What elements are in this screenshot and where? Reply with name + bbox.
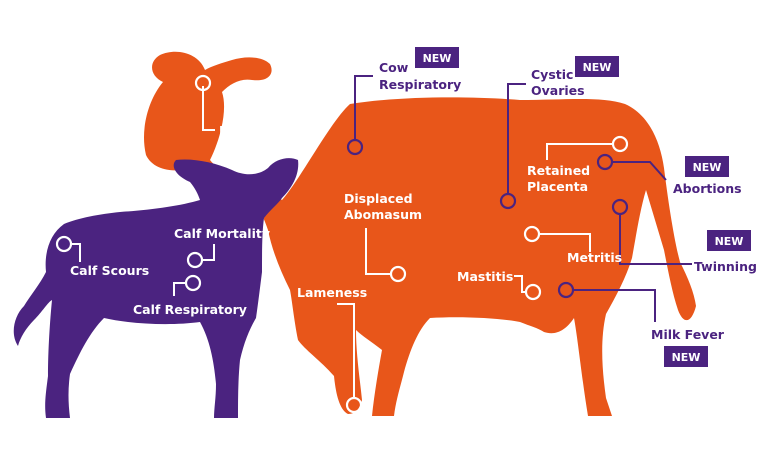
calf-respiratory-connector bbox=[173, 282, 186, 296]
cystic-ovaries-connector bbox=[507, 83, 526, 194]
cystic-ovaries-new-badge: NEW bbox=[575, 56, 619, 77]
milk-fever-new-badge: NEW bbox=[664, 346, 708, 367]
abortions-marker bbox=[596, 153, 614, 171]
cow-respiratory-connector bbox=[354, 75, 373, 140]
abortions-connector bbox=[612, 161, 667, 181]
calf-mortality-marker bbox=[186, 251, 204, 269]
condition-labels: Ketosis Displaced Abomasum Lameness Reta… bbox=[70, 60, 757, 342]
cow-respiratory-label-line2: Respiratory bbox=[379, 77, 461, 92]
lameness-marker bbox=[345, 396, 363, 414]
displaced-abomasum-label-line2: Abomasum bbox=[344, 207, 422, 222]
calf-silhouette bbox=[13, 158, 299, 418]
cystic-ovaries-label-line1: Cystic bbox=[531, 67, 573, 82]
mastitis-marker bbox=[524, 283, 542, 301]
badge-text: NEW bbox=[583, 61, 612, 74]
displaced-abomasum-label-line1: Displaced bbox=[344, 191, 413, 206]
metritis-label: Metritis bbox=[567, 250, 622, 265]
cystic-ovaries-marker bbox=[499, 192, 517, 210]
metritis-connector bbox=[540, 233, 591, 252]
twinning-new-badge: NEW bbox=[707, 230, 751, 251]
retained-placenta-connector bbox=[546, 143, 612, 160]
calf-body bbox=[13, 158, 299, 418]
badge-text: NEW bbox=[693, 161, 722, 174]
calf-mortality-connector bbox=[202, 244, 215, 261]
displaced-abomasum-connector bbox=[365, 228, 391, 275]
twinning-marker bbox=[611, 198, 629, 216]
lameness-connector bbox=[337, 303, 355, 398]
calf-scours-label: Calf Scours bbox=[70, 263, 149, 278]
calf-scours-connector bbox=[72, 243, 81, 262]
cow-respiratory-new-badge: NEW bbox=[415, 47, 459, 68]
milk-fever-connector bbox=[572, 289, 656, 322]
cow-silhouette bbox=[143, 51, 696, 416]
mastitis-connector bbox=[514, 275, 526, 293]
milk-fever-label: Milk Fever bbox=[651, 327, 725, 342]
ketosis-connector bbox=[202, 86, 215, 131]
cow-body bbox=[143, 51, 696, 416]
badge-text: NEW bbox=[672, 351, 701, 364]
new-badges: NEW NEW NEW NEW NEW bbox=[415, 47, 751, 367]
retained-placenta-label-line1: Retained bbox=[527, 163, 590, 178]
calf-respiratory-label: Calf Respiratory bbox=[133, 302, 247, 317]
milk-fever-marker bbox=[557, 281, 575, 299]
metritis-marker bbox=[523, 225, 541, 243]
twinning-label: Twinning bbox=[694, 259, 757, 274]
connector-lines bbox=[72, 75, 692, 398]
badge-text: NEW bbox=[715, 235, 744, 248]
cow-respiratory-label-line1: Cow bbox=[379, 60, 409, 75]
calf-respiratory-marker bbox=[184, 274, 202, 292]
displaced-abomasum-marker bbox=[389, 265, 407, 283]
calf-scours-marker bbox=[55, 235, 73, 253]
cystic-ovaries-label-line2: Ovaries bbox=[531, 83, 585, 98]
calf-mortality-label: Calf Mortality bbox=[174, 226, 270, 241]
ketosis-marker bbox=[194, 74, 212, 92]
ketosis-label: Ketosis bbox=[219, 123, 271, 138]
retained-placenta-marker bbox=[611, 135, 629, 153]
cow-respiratory-marker bbox=[346, 138, 364, 156]
badge-text: NEW bbox=[423, 52, 452, 65]
twinning-connector bbox=[619, 214, 692, 265]
lameness-label: Lameness bbox=[297, 285, 367, 300]
abortions-label: Abortions bbox=[673, 181, 742, 196]
abortions-new-badge: NEW bbox=[685, 156, 729, 177]
mastitis-label: Mastitis bbox=[457, 269, 513, 284]
marker-circles bbox=[55, 74, 629, 414]
retained-placenta-label-line2: Placenta bbox=[527, 179, 588, 194]
